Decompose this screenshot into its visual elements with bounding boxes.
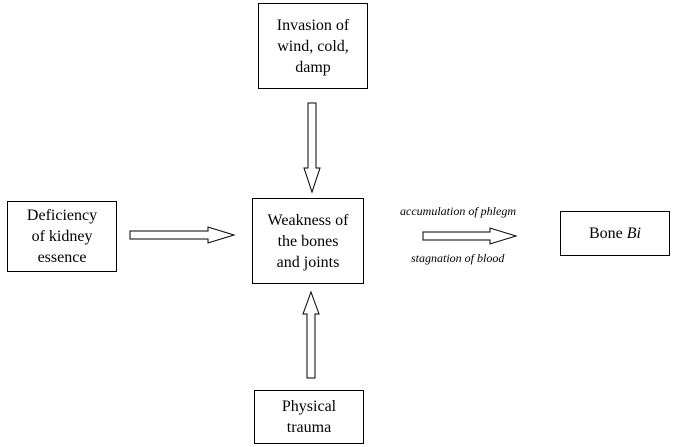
node-invasion-line-2: wind, cold, — [277, 37, 349, 55]
arrow-trauma-to-weakness — [302, 290, 320, 379]
node-weakness-line-3: and joints — [276, 253, 340, 271]
arrow-weakness-to-bone-bi — [422, 227, 518, 245]
node-bone-bi-label: Bone Bi — [589, 223, 641, 244]
arrow-invasion-to-weakness — [303, 102, 321, 194]
node-deficiency-line-3: essence — [37, 249, 87, 266]
node-weakness: Weakness of the bones and joints — [252, 198, 364, 284]
node-bone-bi-italic: Bi — [626, 225, 641, 242]
edge-label-phlegm: accumulation of phlegm — [400, 204, 516, 218]
arrow-deficiency-to-weakness — [129, 226, 236, 244]
node-bone-bi: Bone Bi — [560, 211, 670, 256]
node-trauma-line-2: trauma — [286, 419, 332, 436]
node-trauma: Physical trauma — [254, 390, 364, 444]
node-weakness-line-1: Weakness of — [267, 211, 349, 229]
node-invasion-line-3: damp — [295, 58, 331, 76]
node-invasion: Invasion of wind, cold, damp — [258, 3, 368, 89]
node-deficiency: Deficiency of kidney essence — [7, 201, 117, 272]
node-trauma-line-1: Physical — [281, 398, 337, 415]
edge-label-blood: stagnation of blood — [411, 251, 505, 265]
node-weakness-line-2: the bones — [277, 232, 339, 250]
node-deficiency-line-2: of kidney — [31, 228, 93, 245]
node-deficiency-line-1: Deficiency — [26, 207, 98, 224]
node-bone-bi-prefix: Bone — [589, 225, 627, 242]
node-invasion-line-1: Invasion of — [276, 16, 350, 34]
